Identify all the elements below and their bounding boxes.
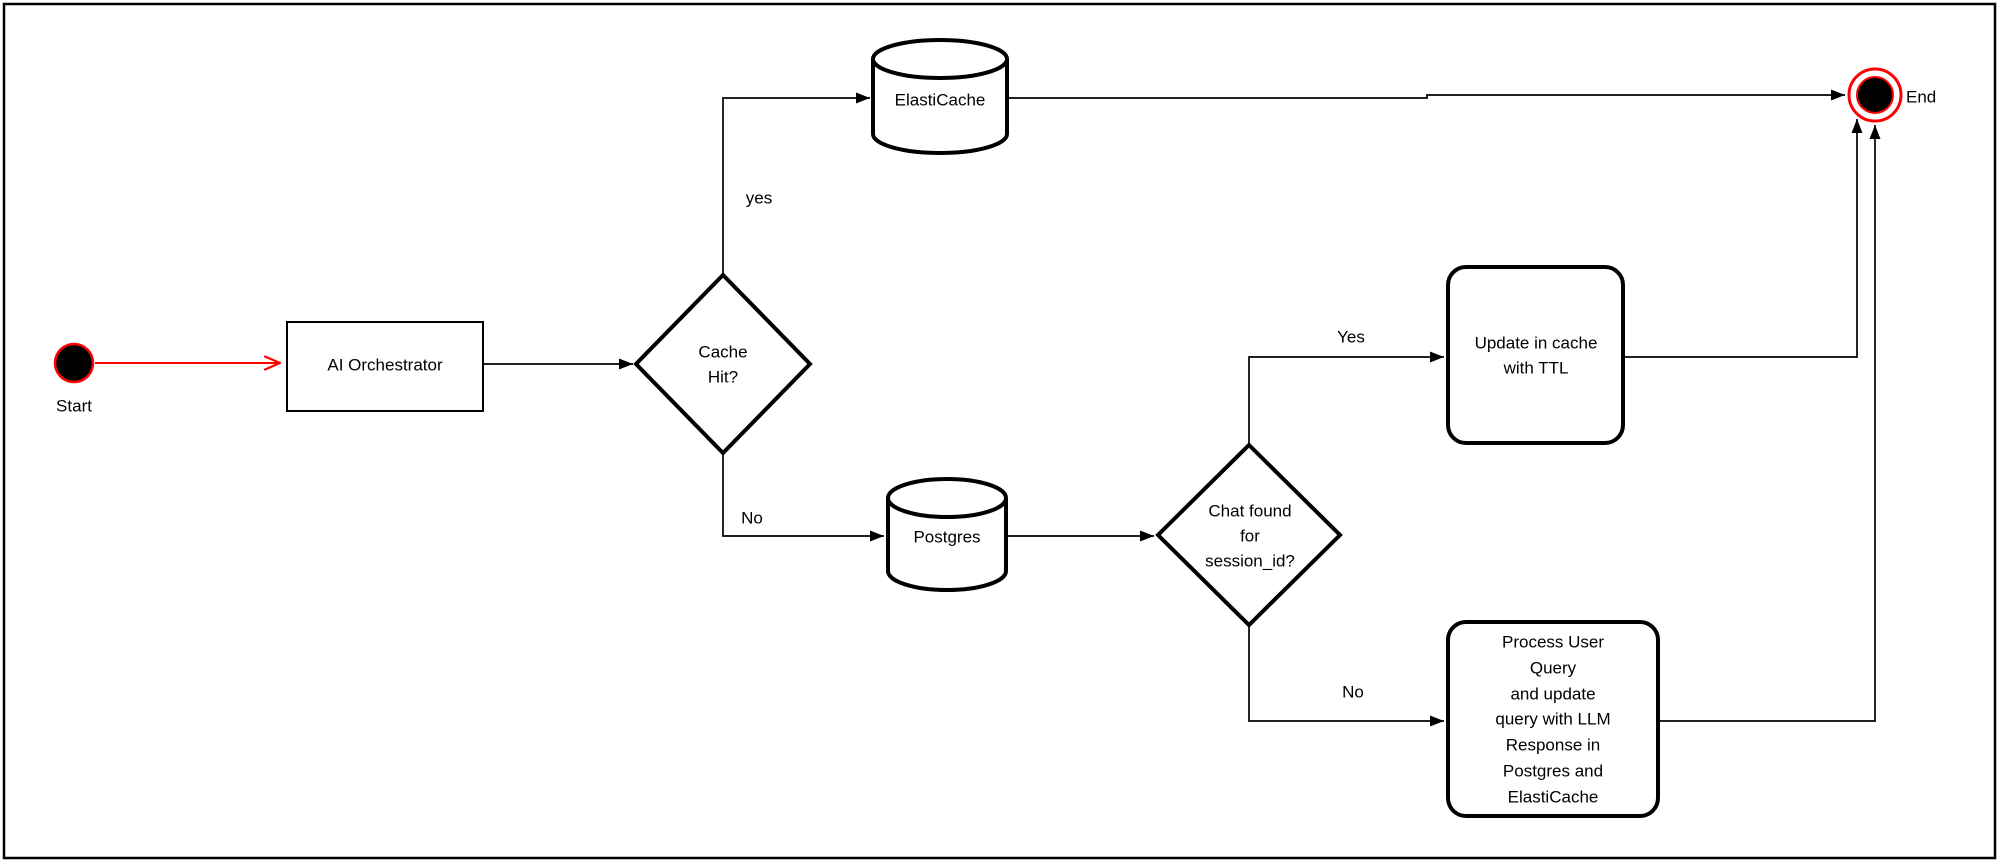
- ai-orchestrator-box: [286, 321, 484, 412]
- start-node-label: Start: [56, 397, 92, 416]
- chat-found-decision-node: Chat found for session_id?: [1155, 442, 1343, 628]
- process-query-label-line7: ElastiCache: [1508, 788, 1599, 807]
- cache-hit-label-line1: Cache: [698, 343, 747, 362]
- process-query-node: Process User Query and update query with…: [1446, 620, 1660, 818]
- process-query-label-line4: query with LLM: [1495, 710, 1610, 729]
- end-node-label: End: [1906, 88, 1936, 107]
- end-node: End: [1847, 67, 1936, 123]
- process-query-label-line3: and update: [1510, 685, 1595, 704]
- cache-hit-diamond: [633, 272, 813, 456]
- process-query-label-line1: Process User: [1502, 633, 1604, 652]
- connector-cachehit-yes-to-elasticache: [722, 92, 870, 275]
- process-query-label-line6: Postgres and: [1503, 762, 1603, 781]
- connector-chatfound-no-to-process: [1248, 625, 1444, 727]
- update-cache-label-line1: Update in cache: [1475, 334, 1598, 353]
- postgres-node: Postgres: [886, 477, 1008, 592]
- start-circle: [53, 342, 95, 384]
- postgres-label: Postgres: [913, 528, 980, 547]
- chat-found-diamond: [1155, 442, 1343, 628]
- update-cache-box: [1446, 265, 1625, 445]
- update-cache-node: Update in cache with TTL: [1446, 265, 1625, 445]
- cache-hit-label-line2: Hit?: [708, 368, 738, 387]
- chat-found-label-line3: session_id?: [1205, 552, 1295, 571]
- postgres-cylinder-top: [886, 477, 1008, 519]
- update-cache-label-line2: with TTL: [1503, 359, 1569, 378]
- process-query-label-line2: Query: [1530, 659, 1577, 678]
- connector-elasticache-to-end: [1007, 89, 1845, 101]
- edge-label-cachehit-no: No: [741, 509, 763, 528]
- edge-label-chatfound-no: No: [1342, 683, 1364, 702]
- chat-found-label-line2: for: [1240, 527, 1260, 546]
- connector-cachehit-no-to-postgres: [722, 453, 884, 542]
- chat-found-label-line1: Chat found: [1208, 502, 1291, 521]
- ai-orchestrator-node: AI Orchestrator: [286, 321, 484, 412]
- edge-label-cachehit-yes: yes: [746, 189, 772, 208]
- start-node: Start: [53, 342, 95, 416]
- elasticache-cylinder-top: [871, 38, 1009, 80]
- process-query-box: [1446, 620, 1660, 818]
- connector-chatfound-yes-to-updatecache: [1248, 351, 1444, 445]
- process-query-label-line5: Response in: [1506, 736, 1601, 755]
- end-inner-circle: [1856, 76, 1894, 114]
- edge-label-chatfound-yes: Yes: [1337, 328, 1365, 347]
- elasticache-node: ElastiCache: [871, 38, 1009, 155]
- ai-orchestrator-label: AI Orchestrator: [327, 356, 443, 375]
- elasticache-cylinder-body: [871, 59, 1009, 155]
- connector-process-to-end: [1658, 125, 1881, 722]
- connector-updatecache-to-end: [1623, 119, 1863, 358]
- postgres-cylinder-body: [886, 498, 1008, 592]
- cache-hit-decision-node: Cache Hit?: [633, 272, 813, 456]
- elasticache-label: ElastiCache: [895, 91, 986, 110]
